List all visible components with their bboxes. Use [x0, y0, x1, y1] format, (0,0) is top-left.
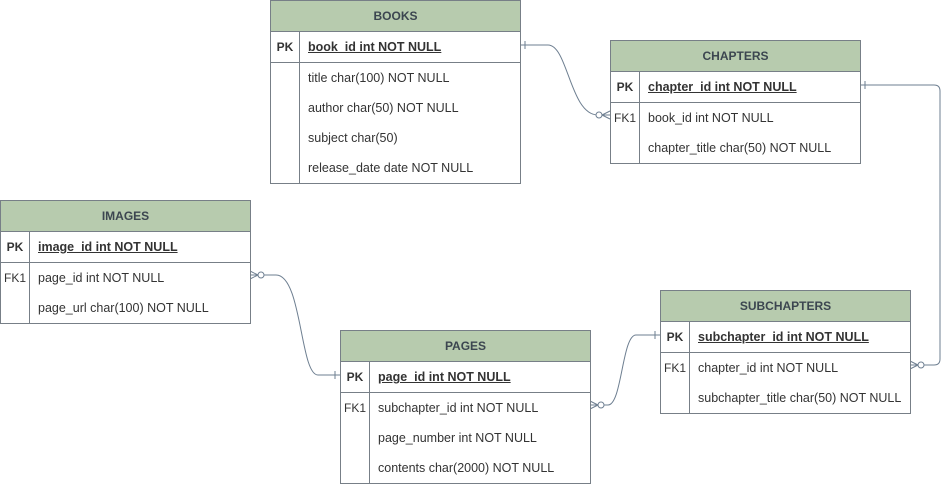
key-label — [611, 133, 640, 163]
key-label — [341, 453, 370, 483]
entity-row: FK1 chapter_id int NOT NULL — [661, 353, 910, 383]
key-label: PK — [1, 232, 30, 262]
images-entity[interactable]: IMAGES PK image_id int NOT NULL FK1 page… — [0, 200, 251, 324]
entity-row: FK1 page_id int NOT NULL — [1, 263, 250, 293]
key-label: FK1 — [611, 103, 640, 133]
key-label — [341, 423, 370, 453]
field-label: subchapter_title char(50) NOT NULL — [698, 391, 902, 405]
field-label: contents char(2000) NOT NULL — [378, 461, 555, 475]
key-label — [271, 153, 300, 183]
entity-row: PK page_id int NOT NULL — [341, 362, 590, 393]
entity-title: PAGES — [341, 331, 590, 362]
key-label: PK — [341, 362, 370, 392]
entity-row: page_url char(100) NOT NULL — [1, 293, 250, 323]
entity-row: PK subchapter_id int NOT NULL — [661, 322, 910, 353]
field-label: chapter_id int NOT NULL — [648, 80, 797, 94]
subchapters-pages-relationship — [589, 331, 660, 410]
key-label: PK — [661, 322, 690, 352]
field-label: chapter_id int NOT NULL — [698, 361, 839, 375]
entity-row: title char(100) NOT NULL — [271, 63, 520, 93]
field-label: page_id int NOT NULL — [378, 370, 511, 384]
books-entity[interactable]: BOOKS PK book_id int NOT NULL title char… — [270, 0, 521, 184]
entity-title: CHAPTERS — [611, 41, 860, 72]
field-label: chapter_title char(50) NOT NULL — [648, 141, 832, 155]
entity-row: author char(50) NOT NULL — [271, 93, 520, 123]
pages-images-relationship — [249, 270, 340, 379]
field-label: page_id int NOT NULL — [38, 271, 165, 285]
entity-row: PK book_id int NOT NULL — [271, 32, 520, 63]
field-label: author char(50) NOT NULL — [308, 101, 459, 115]
entity-row: PK image_id int NOT NULL — [1, 232, 250, 263]
entity-row: subject char(50) — [271, 123, 520, 153]
key-label — [661, 383, 690, 413]
key-label: FK1 — [1, 263, 30, 293]
chapters-entity[interactable]: CHAPTERS PK chapter_id int NOT NULL FK1 … — [610, 40, 861, 164]
field-label: page_number int NOT NULL — [378, 431, 537, 445]
field-label: subchapter_id int NOT NULL — [698, 330, 869, 344]
entity-row: PK chapter_id int NOT NULL — [611, 72, 860, 103]
field-label: page_url char(100) NOT NULL — [38, 301, 209, 315]
entity-row: release_date date NOT NULL — [271, 153, 520, 183]
key-label: PK — [611, 72, 640, 102]
subchapters-entity[interactable]: SUBCHAPTERS PK subchapter_id int NOT NUL… — [660, 290, 911, 414]
entity-title: SUBCHAPTERS — [661, 291, 910, 322]
field-label: book_id int NOT NULL — [648, 111, 774, 125]
entity-row: subchapter_title char(50) NOT NULL — [661, 383, 910, 413]
field-label: book_id int NOT NULL — [308, 40, 442, 54]
entity-row: FK1 book_id int NOT NULL — [611, 103, 860, 133]
field-label: image_id int NOT NULL — [38, 240, 178, 254]
key-label: FK1 — [341, 393, 370, 423]
entity-title: IMAGES — [1, 201, 250, 232]
key-label — [271, 123, 300, 153]
entity-row: contents char(2000) NOT NULL — [341, 453, 590, 483]
pages-entity[interactable]: PAGES PK page_id int NOT NULL FK1 subcha… — [340, 330, 591, 484]
field-label: title char(100) NOT NULL — [308, 71, 450, 85]
chapters-subchapters-relationship — [860, 81, 941, 370]
entity-row: chapter_title char(50) NOT NULL — [611, 133, 860, 163]
entity-row: page_number int NOT NULL — [341, 423, 590, 453]
key-label: PK — [271, 32, 300, 62]
field-label: subject char(50) — [308, 131, 398, 145]
key-label: FK1 — [661, 353, 690, 383]
entity-row: FK1 subchapter_id int NOT NULL — [341, 393, 590, 423]
field-label: release_date date NOT NULL — [308, 161, 474, 175]
key-label — [271, 63, 300, 93]
entity-title: BOOKS — [271, 1, 520, 32]
field-label: subchapter_id int NOT NULL — [378, 401, 539, 415]
books-chapters-relationship — [520, 41, 611, 120]
key-label — [271, 93, 300, 123]
key-label — [1, 293, 30, 323]
